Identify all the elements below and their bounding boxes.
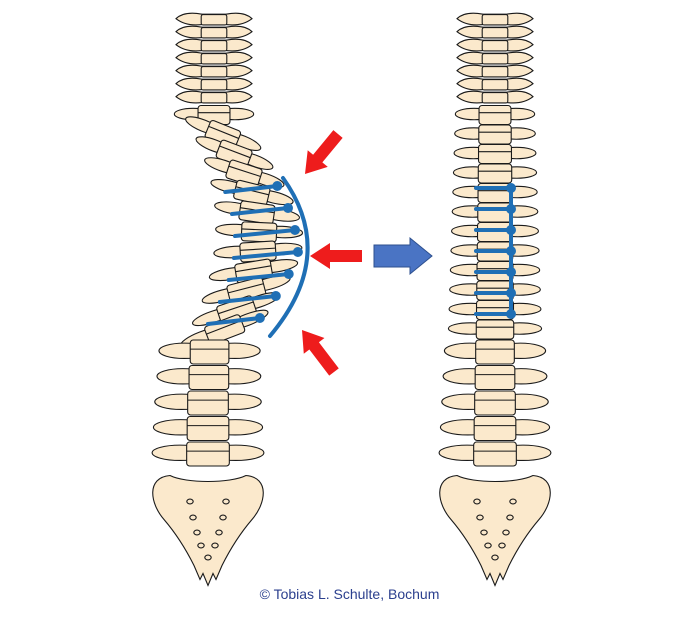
pedicle-screw xyxy=(205,316,262,326)
force-arrow-upper xyxy=(304,130,343,175)
screw-head xyxy=(506,309,516,319)
right-vertebra-lumbar xyxy=(441,390,549,416)
left-sacrum xyxy=(152,474,264,587)
right-vertebra-lumbar xyxy=(438,441,552,467)
right-vertebra-thoracic xyxy=(447,319,543,340)
left-vertebra-cervical xyxy=(175,51,253,65)
right-vertebra-lumbar xyxy=(442,364,548,391)
implant-before xyxy=(205,176,310,338)
right-vertebra-thoracic xyxy=(454,104,536,126)
implant-after xyxy=(474,183,516,319)
left-vertebra-cervical xyxy=(175,64,253,78)
right-vertebra-cervical xyxy=(456,38,534,52)
right-vertebra-thoracic xyxy=(449,280,541,301)
pedicle-screw xyxy=(223,184,280,194)
pedicle-screw xyxy=(230,206,291,216)
right-vertebra-thoracic xyxy=(451,202,539,223)
screw-head xyxy=(506,183,516,193)
left-vertebra-thoracic xyxy=(185,116,262,151)
pedicle-screw xyxy=(232,228,297,238)
screw-head xyxy=(506,288,516,298)
left-vertebra-lumbar xyxy=(158,339,261,365)
screw-head xyxy=(506,267,516,277)
screw-head xyxy=(506,204,516,214)
force-arrow-middle xyxy=(310,243,362,269)
right-vertebra-cervical xyxy=(456,12,534,26)
left-vertebra-lumbar xyxy=(156,364,262,391)
left-vertebra-lumbar xyxy=(151,441,265,467)
screw-head xyxy=(506,225,516,235)
right-vertebra-thoracic xyxy=(448,299,542,321)
right-vertebra-cervical xyxy=(456,90,534,104)
right-vertebra-lumbar xyxy=(443,339,547,365)
transition-arrow-shape xyxy=(373,236,433,276)
pedicle-screw xyxy=(226,272,291,282)
right-vertebra-thoracic xyxy=(452,163,538,184)
transition-arrow xyxy=(373,236,433,276)
spine-after-correction xyxy=(438,12,552,587)
pedicle-screw xyxy=(231,250,300,260)
screw-head xyxy=(292,247,303,257)
copyright-credit: © Tobias L. Schulte, Bochum xyxy=(259,586,440,602)
screw-head xyxy=(272,181,283,191)
right-vertebra-thoracic xyxy=(453,143,537,165)
screw-head xyxy=(254,313,265,323)
screw-head xyxy=(270,291,281,301)
curved-rod xyxy=(268,176,310,338)
screw-head xyxy=(283,269,294,279)
pedicle-screw xyxy=(217,294,278,304)
screw-head xyxy=(283,203,294,213)
left-vertebra-thoracic xyxy=(173,104,255,126)
right-vertebra-cervical xyxy=(456,77,534,91)
left-vertebra-lumbar xyxy=(152,415,264,442)
left-vertebra-cervical xyxy=(175,90,253,104)
force-arrow-lower xyxy=(302,330,339,376)
left-vertebra-cervical xyxy=(175,77,253,91)
corrective-force-arrows xyxy=(302,130,362,376)
left-vertebra-cervical xyxy=(175,25,253,39)
spine-before-correction xyxy=(151,12,304,587)
right-vertebra-lumbar xyxy=(439,415,551,442)
left-vertebra-thoracic xyxy=(195,136,274,170)
left-vertebra-cervical xyxy=(175,12,253,26)
right-vertebra-thoracic xyxy=(454,124,536,145)
right-vertebra-cervical xyxy=(456,51,534,65)
screw-head xyxy=(289,225,300,235)
right-sacrum xyxy=(439,474,551,587)
screw-head xyxy=(506,246,516,256)
left-vertebra-cervical xyxy=(175,38,253,52)
left-vertebra-lumbar xyxy=(154,390,262,416)
right-vertebra-cervical xyxy=(456,64,534,78)
right-vertebra-cervical xyxy=(456,25,534,39)
